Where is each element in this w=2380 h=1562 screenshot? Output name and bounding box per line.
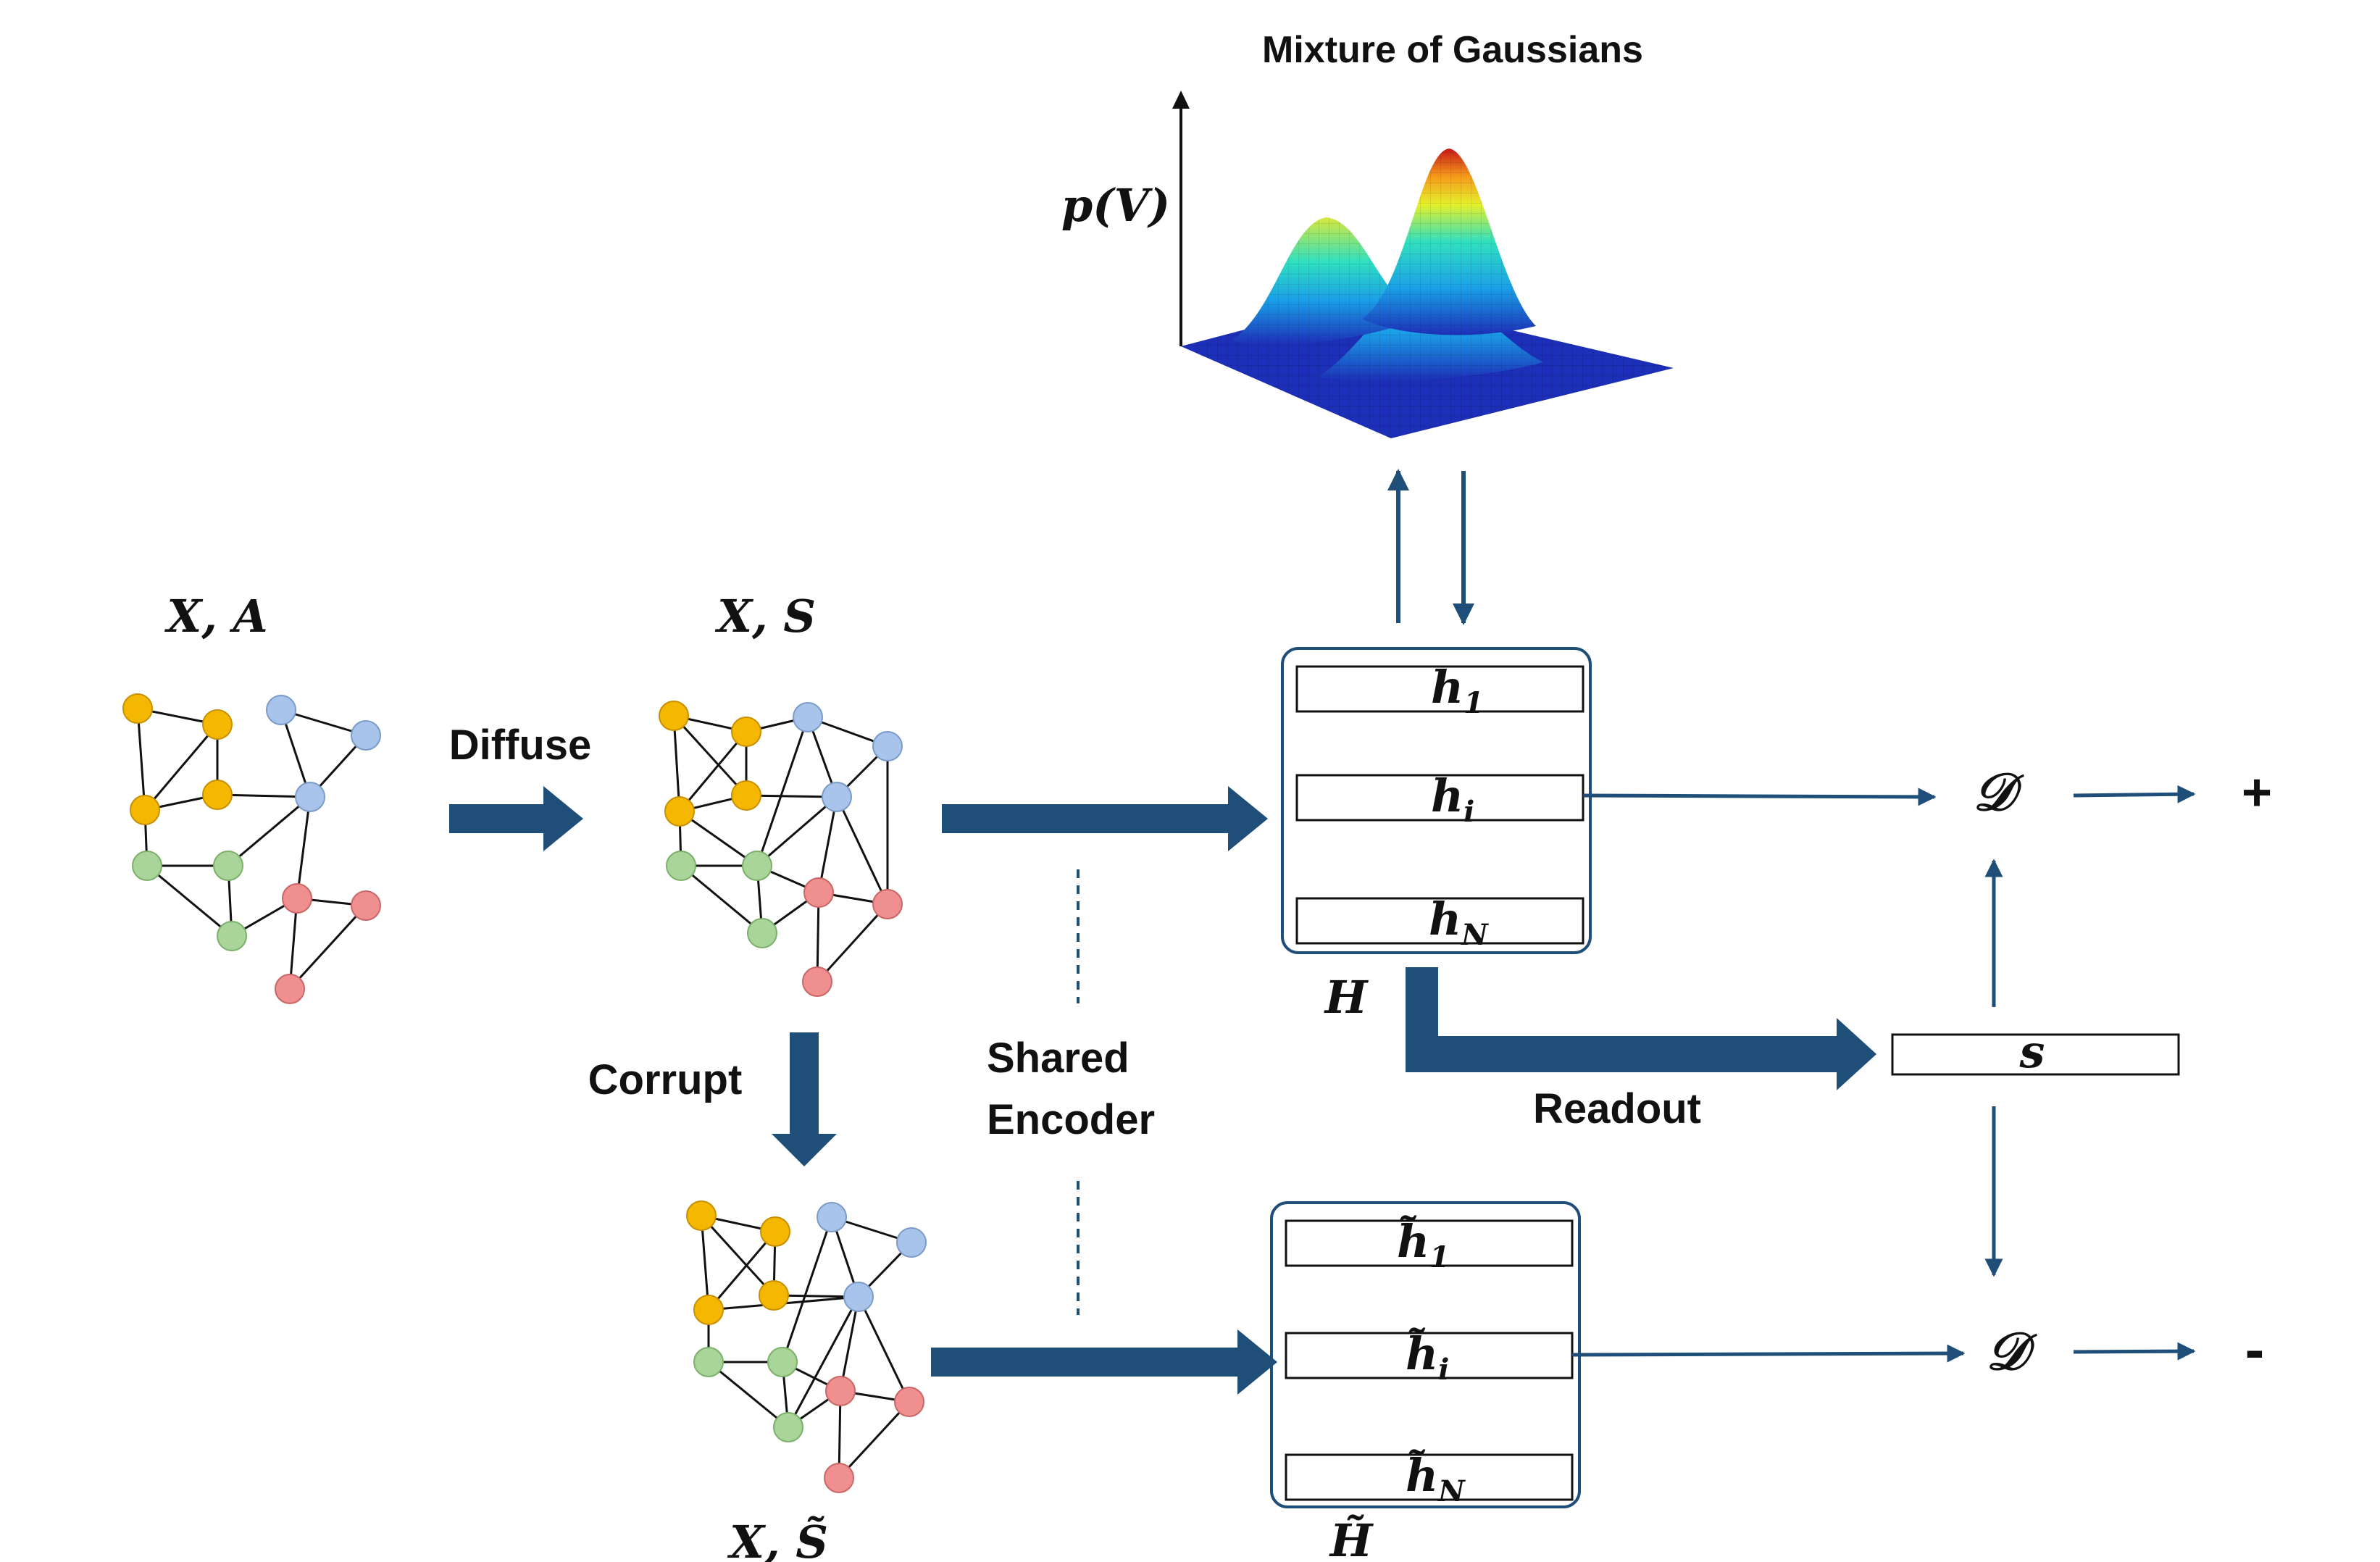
diffuse-arrow	[449, 786, 583, 851]
label-diffuse: Diffuse	[449, 722, 592, 769]
H-row-N-text: hN	[1429, 893, 1489, 952]
encoder-arrow-top	[942, 786, 1268, 851]
arrow-hi-tilde-to-D-bottom	[1571, 1344, 1966, 1363]
label-H-tilde: H̃	[1329, 1514, 1374, 1562]
readout-arrow	[1406, 967, 1876, 1090]
H-row-1-text: h1	[1431, 661, 1484, 720]
graph-diffused-nodes	[659, 701, 903, 997]
arrow-D-to-minus	[2073, 1342, 2196, 1361]
label-plus: +	[2242, 764, 2272, 822]
surface-peak-tall-mesh	[1362, 149, 1536, 335]
corrupt-arrow	[772, 1032, 837, 1166]
plot-title: Mixture of Gaussians	[1262, 29, 1643, 71]
H-tilde-row-N-text: h̃N	[1406, 1449, 1466, 1508]
H-box	[1281, 647, 1592, 954]
graph-corrupted-nodes	[686, 1200, 927, 1493]
label-shared: Shared	[987, 1035, 1130, 1082]
H-tilde-row-1	[1285, 1219, 1574, 1267]
label-x-a: X, A	[164, 590, 267, 643]
summary-s-text: s	[2019, 1025, 2045, 1078]
plot-ylabel: p(V)	[1061, 179, 1170, 232]
label-x-s-tilde: X, S̃	[727, 1516, 828, 1562]
H-row-i-text: hi	[1431, 769, 1474, 829]
arrow-D-to-plus	[2073, 785, 2196, 803]
H-tilde-row-i-text: h̃i	[1406, 1327, 1449, 1387]
label-x-s: X, S	[714, 590, 816, 643]
H-rows: h1 hi hN	[1295, 661, 1584, 952]
H-tilde-row-i	[1285, 1332, 1574, 1379]
H-tilde-rows: h̃1 h̃i h̃N	[1285, 1215, 1574, 1508]
label-readout: Readout	[1533, 1085, 1701, 1132]
graph-original-nodes	[122, 693, 381, 1004]
graph-original	[136, 707, 367, 990]
gaussian-surface-plot: p(V)	[1061, 91, 1674, 438]
label-H: H	[1324, 971, 1369, 1024]
label-minus: -	[2245, 1317, 2265, 1382]
graph-diffused	[672, 714, 889, 983]
H-tilde-row-N	[1285, 1453, 1574, 1501]
label-encoder: Encoder	[987, 1096, 1155, 1143]
discriminator-top: 𝒟	[1973, 761, 2024, 822]
H-row-1	[1295, 665, 1584, 713]
discriminator-bottom: 𝒟	[1986, 1320, 2037, 1382]
plot-axis-arrowhead	[1172, 91, 1190, 109]
summary-s-box	[1891, 1033, 2180, 1076]
graph-corrupted	[700, 1214, 913, 1479]
H-row-N	[1295, 897, 1584, 945]
H-row-i	[1295, 774, 1584, 822]
H-tilde-row-1-text: h̃1	[1397, 1215, 1450, 1274]
label-corrupt: Corrupt	[588, 1056, 743, 1103]
encoder-arrow-bottom	[931, 1329, 1277, 1395]
arrow-hi-to-D-top	[1582, 788, 1937, 806]
